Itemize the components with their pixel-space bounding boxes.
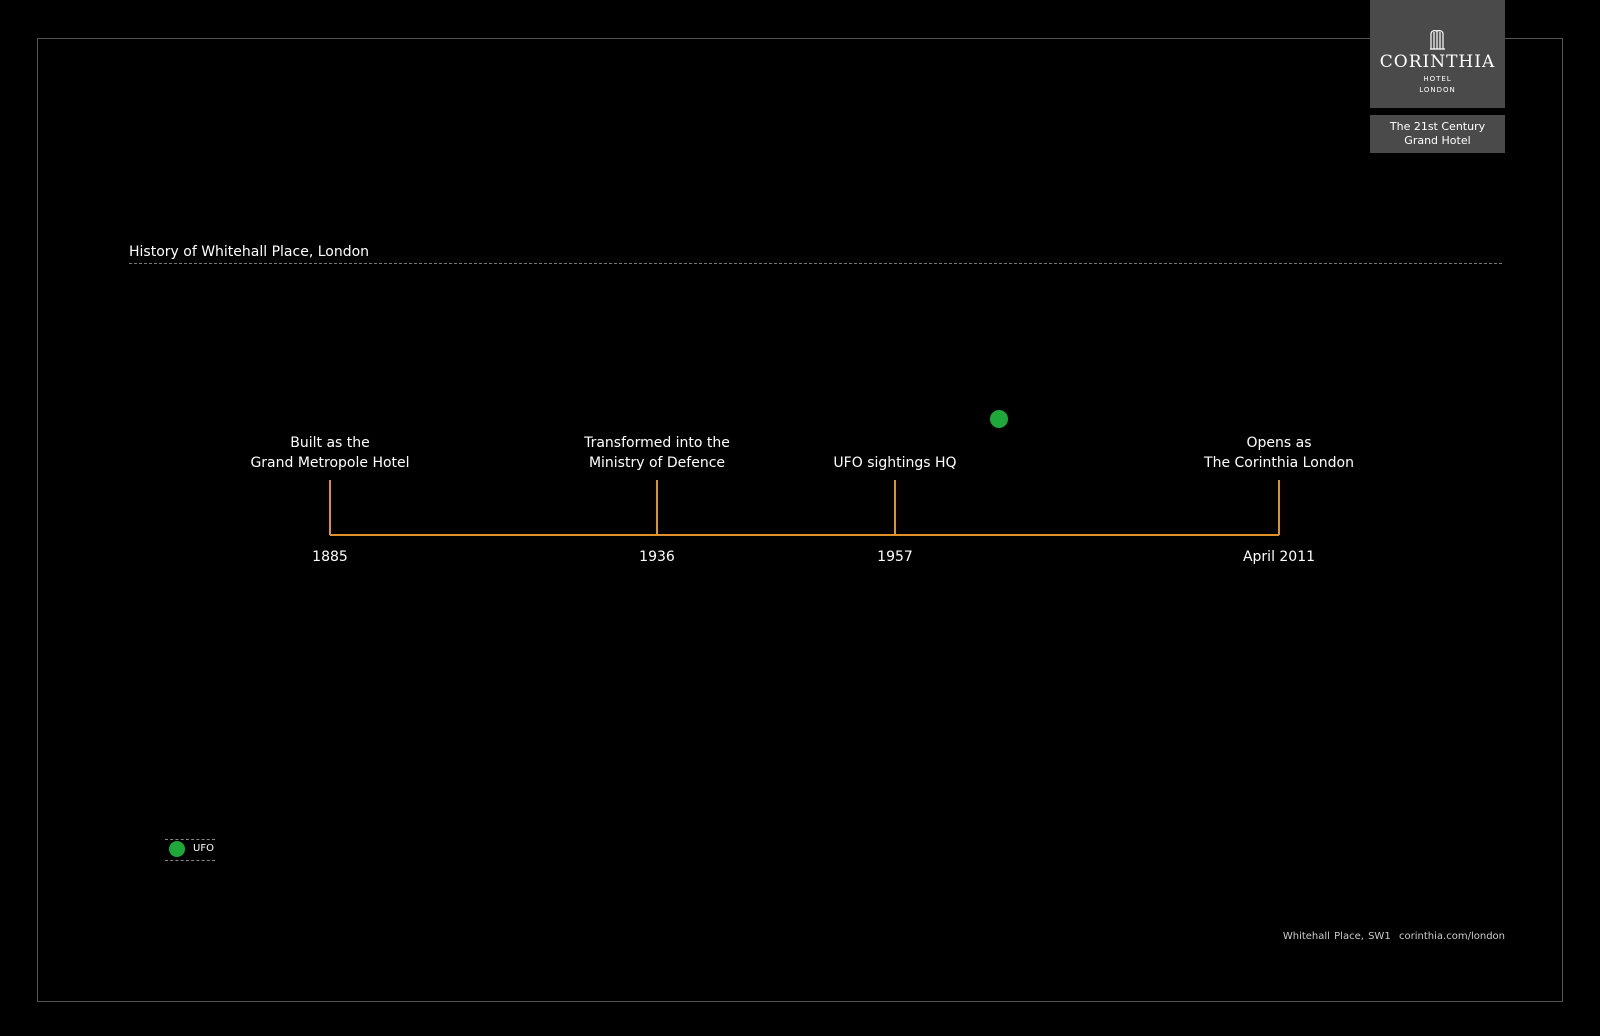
timeline-tick-2011: [1278, 480, 1280, 535]
column-crest-icon: [1430, 30, 1445, 50]
event-year: April 2011: [1242, 549, 1316, 565]
timeline-tick-1885: [329, 480, 331, 535]
legend-ufo-dot: [169, 841, 185, 857]
tagline-box: The 21st Century Grand Hotel: [1370, 115, 1505, 153]
poster-frame: [37, 38, 1563, 1002]
timeline-tick-1936: [656, 480, 658, 535]
event-year: 1885: [312, 549, 348, 565]
ufo-dot: [990, 410, 1008, 428]
footer: Whitehall Place, SW1 corinthia.com/londo…: [1283, 931, 1505, 942]
footer-url[interactable]: corinthia.com/london: [1399, 931, 1505, 942]
legend: [165, 839, 215, 861]
timeline-axis: [330, 534, 1279, 536]
timeline-tick-1957: [894, 480, 896, 535]
event-label: UFO sightings HQ: [833, 455, 957, 471]
legend-label: UFO: [193, 843, 214, 854]
event-year: 1936: [639, 549, 675, 565]
brand-london: LONDON: [1419, 86, 1456, 94]
page-title: History of Whitehall Place, London: [129, 244, 370, 260]
brand-name: CORINTHIA: [1379, 52, 1496, 72]
title-divider: [129, 263, 1502, 264]
brand-hotel: HOTEL: [1423, 75, 1452, 83]
tagline-line-1: The 21st Century: [1389, 120, 1486, 133]
tagline-line-2: Grand Hotel: [1404, 134, 1471, 147]
event-year: 1957: [877, 549, 913, 565]
footer-address: Whitehall Place, SW1: [1282, 931, 1391, 942]
corinthia-logo: CORINTHIA HOTEL LONDON: [1370, 0, 1505, 108]
